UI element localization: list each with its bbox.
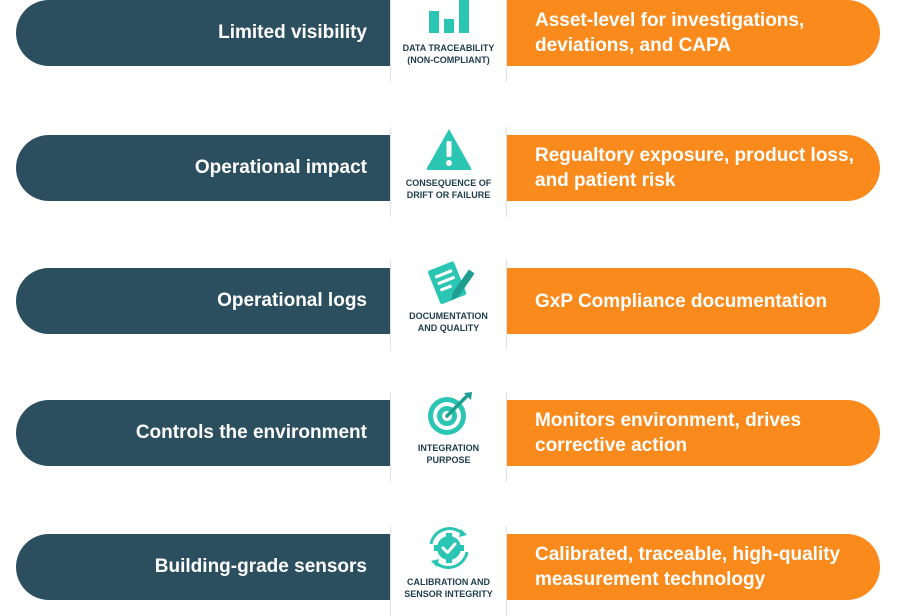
target-arrow-icon xyxy=(423,390,475,438)
category-block: DATA TRACEABILITY (NON-COMPLIANT) xyxy=(390,0,507,82)
right-pill: Regualtory exposure, product loss, and p… xyxy=(507,135,880,201)
divider xyxy=(506,392,507,482)
right-pill: Monitors environment, drives corrective … xyxy=(507,400,880,466)
category-block: DOCUMENTATION AND QUALITY xyxy=(390,258,507,350)
divider xyxy=(506,526,507,616)
left-label: Limited visibility xyxy=(218,22,367,43)
left-label: Controls the environment xyxy=(135,422,367,443)
comparison-row: Operational logs DOCUMENTATION AND QUALI… xyxy=(0,260,900,350)
bar-chart-icon xyxy=(423,0,475,38)
comparison-row: Building-grade sensors CALIBRATION AND S… xyxy=(0,526,900,616)
right-pill: GxP Compliance documentation xyxy=(507,268,880,334)
divider xyxy=(390,392,391,482)
left-pill: Operational impact xyxy=(16,135,391,201)
right-label: Calibrated, traceable, high-quality meas… xyxy=(535,544,841,590)
divider xyxy=(390,0,391,82)
category-caption: CALIBRATION AND SENSOR INTEGRITY xyxy=(404,577,493,599)
left-label: Building-grade sensors xyxy=(154,556,367,577)
comparison-row: Controls the environment INTEGRATION PUR… xyxy=(0,392,900,482)
category-block: CONSEQUENCE OF DRIFT OR FAILURE xyxy=(390,125,507,217)
divider xyxy=(390,526,391,616)
left-pill: Operational logs xyxy=(16,268,391,334)
divider xyxy=(506,127,507,217)
right-label: GxP Compliance documentation xyxy=(535,290,828,312)
left-pill: Controls the environment xyxy=(16,400,391,466)
category-caption: CONSEQUENCE OF DRIFT OR FAILURE xyxy=(405,178,492,200)
category-caption: DOCUMENTATION AND QUALITY xyxy=(409,311,488,333)
divider xyxy=(390,127,391,217)
category-block: INTEGRATION PURPOSE xyxy=(390,390,507,482)
left-pill: Building-grade sensors xyxy=(16,534,391,600)
category-caption: INTEGRATION PURPOSE xyxy=(417,443,480,465)
right-label: Monitors environment, drives corrective … xyxy=(535,410,802,456)
right-pill: Calibrated, traceable, high-quality meas… xyxy=(507,534,880,600)
divider xyxy=(506,260,507,350)
left-pill: Limited visibility xyxy=(16,0,391,66)
gear-check-icon xyxy=(423,524,475,572)
category-caption: DATA TRACEABILITY (NON-COMPLIANT) xyxy=(402,43,495,65)
divider xyxy=(390,260,391,350)
divider xyxy=(506,0,507,82)
right-label: Regualtory exposure, product loss, and p… xyxy=(535,145,854,191)
left-label: Operational impact xyxy=(194,157,367,178)
right-label: Asset-level for investigations, deviatio… xyxy=(535,10,805,56)
comparison-row: Operational impact CONSEQUENCE OF DRIFT … xyxy=(0,127,900,217)
comparison-row: Limited visibility DATA TRACEABILITY (NO… xyxy=(0,0,900,82)
category-block: CALIBRATION AND SENSOR INTEGRITY xyxy=(390,524,507,616)
document-pen-icon xyxy=(423,258,475,306)
left-label: Operational logs xyxy=(217,290,367,311)
right-pill: Asset-level for investigations, deviatio… xyxy=(507,0,880,66)
warning-triangle-icon xyxy=(423,125,475,173)
